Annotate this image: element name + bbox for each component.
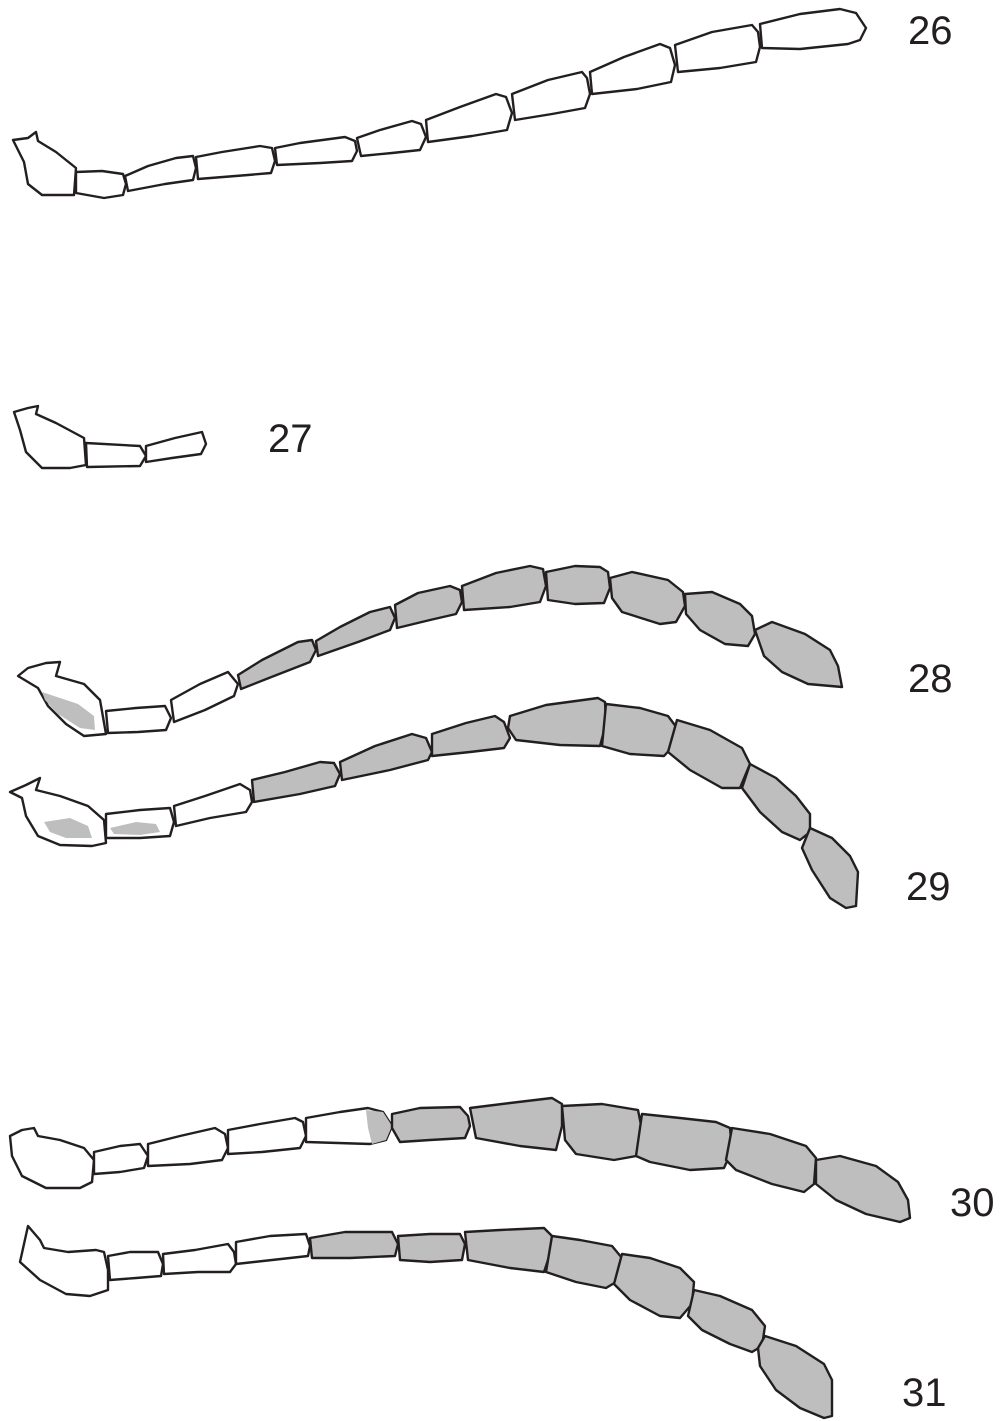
antenna-26-flagellomere-8 [675,25,760,72]
antenna-28-pedicel [106,706,171,733]
antenna-27-segments [14,406,206,468]
antenna-29-flagellomere-4 [432,716,510,756]
antenna-29-flagellomere-2 [252,762,340,802]
antenna-30-flagellomere-9-apical [816,1156,910,1222]
antenna-31-flagellomere-1 [163,1244,236,1274]
antenna-31-flagellomere-4 [398,1234,465,1262]
figure-label-28: 28 [908,657,953,701]
antenna-30-scape [10,1128,94,1188]
antenna-29-flagellomere-3 [340,734,432,780]
antenna-30-flagellomere-8 [726,1128,816,1192]
antenna-29-flagellomere-8 [742,764,810,840]
antenna-31-flagellomere-6 [546,1236,622,1288]
antenna-26-segments [13,9,866,198]
antenna-28-flagellomere-9-apical [755,622,842,687]
antenna-31-flagellomere-7 [614,1254,694,1318]
antenna-30-flagellomere-4 [392,1107,470,1142]
antenna-28-flagellomere-8 [685,592,755,646]
antenna-31-scape [20,1226,108,1296]
figure-label-27: 27 [268,417,313,461]
antenna-26-flagellomere-7 [590,44,675,94]
antenna-28-segments [18,566,842,736]
antenna-27-scape [14,406,86,468]
figure-label-30: 30 [950,1181,995,1225]
antenna-28-flagellomere-5 [462,566,546,610]
antenna-30-flagellomere-6 [562,1104,642,1160]
antenna-26-flagellomere-4 [357,121,426,156]
antenna-29-flagellomere-1 [174,784,252,826]
antenna-31-flagellomere-9-apical [758,1336,832,1418]
antenna-29-flagellomere-6 [602,704,677,756]
antenna-26-flagellomere-9-apical [760,9,866,49]
antenna-26-flagellomere-3 [275,137,357,165]
antenna-30-flagellomere-1 [148,1128,228,1166]
antenna-31-flagellomere-8 [688,1290,765,1352]
antenna-28-flagellomere-6 [546,566,610,604]
antenna-26-flagellomere-1 [125,156,196,191]
antenna-figure-30: 30 [10,1098,995,1225]
antenna-26-pedicel [76,171,126,198]
antenna-29-flagellomere-5 [508,698,606,746]
antenna-figure-31: 31 [20,1226,947,1418]
antenna-30-flagellomere-5 [470,1098,562,1150]
antenna-28-flagellomere-3 [316,607,395,656]
antenna-figure-27: 27 [14,406,313,468]
antenna-31-pedicel [108,1252,163,1280]
antenna-30-flagellomere-7 [636,1114,732,1170]
antenna-figure-26: 26 [13,9,953,198]
antenna-30-segments [10,1098,910,1222]
antenna-30-pedicel [94,1144,148,1174]
antenna-28-flagellomere-1 [171,672,238,722]
antenna-26-flagellomere-2 [196,146,275,179]
antenna-29-flagellomere-9-apical [802,828,858,908]
figure-label-26: 26 [908,9,953,53]
antenna-26-flagellomere-5 [426,94,512,142]
antenna-30-flagellomere-2 [228,1118,306,1154]
antenna-27-pedicel [86,443,146,467]
antenna-29-scape [10,778,106,846]
antenna-29-flagellomere-7 [668,720,750,788]
figure-label-31: 31 [902,1371,947,1415]
antenna-26-scape [13,132,76,195]
figure-label-29: 29 [906,865,951,909]
antenna-28-flagellomere-2 [238,640,316,689]
antenna-31-flagellomere-5 [465,1228,552,1272]
antenna-31-flagellomere-3 [310,1232,398,1258]
antenna-28-flagellomere-4 [395,586,462,628]
antenna-26-flagellomere-6 [512,72,590,120]
antenna-31-flagellomere-2 [236,1234,310,1264]
antenna-27-flagellomere-1 [146,432,206,462]
antenna-28-flagellomere-7 [610,572,685,624]
antenna-figure-28: 28 [18,566,953,736]
antenna-31-segments [20,1226,832,1418]
